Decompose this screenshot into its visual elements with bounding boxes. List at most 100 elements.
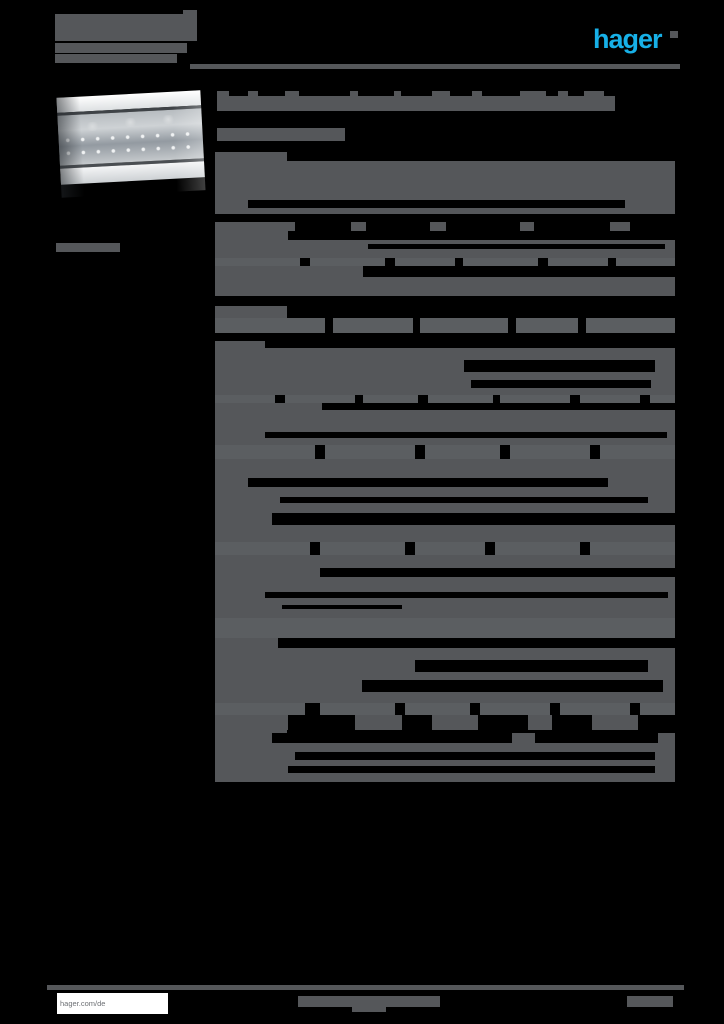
redacted-text-row [215, 244, 368, 249]
redacted-text-row [320, 542, 405, 555]
redacted-text-row [215, 605, 282, 609]
redacted-text-row [215, 240, 675, 244]
redacted-text-row [215, 760, 675, 766]
website-link-label[interactable]: hager.com/de [60, 999, 106, 1008]
redacted-text-row [215, 513, 272, 525]
redacted-text-row [215, 715, 288, 730]
redacted-text-row [215, 766, 288, 773]
website-link-box[interactable]: hager.com/de [57, 993, 168, 1014]
trunking-side-wall [57, 108, 204, 166]
redacted-text-row [560, 703, 630, 715]
redacted-text-row [215, 360, 464, 372]
page-subtitle [217, 128, 345, 141]
redacted-text-row [655, 360, 675, 372]
redacted-text-row [215, 542, 310, 555]
redacted-text-row [215, 525, 675, 542]
header-text-line [55, 43, 187, 53]
page-title-ascenders [217, 91, 229, 96]
footer-note-text [298, 996, 440, 1007]
redacted-text-row [495, 542, 580, 555]
redacted-text-row [215, 648, 675, 660]
redacted-text-row [215, 487, 675, 497]
redacted-text-row [663, 680, 675, 692]
redacted-text-row [651, 380, 675, 388]
redacted-text-row [215, 432, 265, 438]
redacted-text-row [215, 258, 300, 266]
redacted-text-row [648, 660, 675, 672]
redacted-text-row [215, 577, 675, 592]
redacted-text-row [215, 395, 275, 403]
redacted-text-row [355, 715, 402, 730]
redacted-text-row [667, 432, 675, 438]
redacted-text-row [215, 555, 675, 568]
redacted-text-row [512, 733, 535, 743]
margin-label [56, 243, 120, 252]
perforation-dots [64, 130, 200, 162]
redacted-text-row [658, 733, 675, 743]
redacted-text-row [215, 380, 471, 388]
redacted-text-row [351, 222, 366, 231]
page-title-ascenders [520, 91, 546, 96]
trunking-lid [56, 90, 202, 113]
redacted-text-row [405, 703, 470, 715]
redacted-text-row [215, 277, 675, 296]
redacted-text-row [640, 703, 675, 715]
trunking-body [56, 90, 205, 197]
hager-logo: hager [593, 24, 663, 54]
page-number-block [627, 996, 673, 1007]
trunking-flange [60, 161, 205, 185]
redacted-text-row [215, 388, 675, 395]
redacted-text-row [500, 395, 570, 403]
redacted-text-row [215, 318, 325, 333]
redacted-text-row [215, 306, 287, 318]
redacted-text-row [430, 222, 446, 231]
redacted-text-row [665, 244, 675, 249]
redacted-text-row [215, 478, 248, 487]
redacted-text-row [215, 152, 287, 161]
redacted-text-row [215, 618, 675, 638]
redacted-text-row [215, 497, 280, 503]
embossed-brand-mark [161, 114, 175, 125]
redacted-text-row [215, 503, 675, 513]
redacted-text-row [415, 542, 485, 555]
redacted-text-row [310, 258, 385, 266]
redacted-text-row [215, 459, 675, 478]
redacted-text-row [215, 733, 272, 743]
redacted-text-row [215, 161, 675, 200]
redacted-text-row [428, 395, 493, 403]
redacted-text-row [528, 715, 552, 730]
redacted-text-row [215, 410, 675, 432]
redacted-text-row [215, 752, 295, 760]
trunking-groove [57, 105, 202, 116]
redacted-text-row [215, 231, 288, 240]
redacted-text-row [516, 318, 578, 333]
page-title-ascenders [285, 91, 299, 96]
redacted-text-row [215, 445, 315, 459]
redacted-text-row [215, 692, 675, 703]
redacted-text-row [363, 395, 418, 403]
trunking-groove [60, 158, 205, 169]
redacted-text-row [668, 592, 675, 598]
redacted-text-row [655, 766, 675, 773]
redacted-text-row [215, 438, 675, 445]
redacted-text-row [432, 715, 478, 730]
page-title-ascenders [394, 91, 401, 96]
redacted-text-row [425, 445, 500, 459]
redacted-text-row [650, 395, 675, 403]
redacted-text-row [655, 752, 675, 760]
embossed-brand-mark [85, 121, 100, 132]
footer-rule [47, 985, 684, 990]
redacted-text-row [325, 445, 415, 459]
redacted-text-row [590, 542, 675, 555]
redacted-text-row [586, 318, 675, 333]
header-text-line [55, 54, 177, 63]
header-text-line [183, 10, 197, 16]
footer-note-text [352, 1007, 386, 1012]
redacted-text-row [285, 395, 355, 403]
redacted-text-row [625, 200, 675, 208]
trademark-mark [670, 31, 678, 38]
header-text-line [55, 14, 197, 41]
redacted-text-row [215, 200, 248, 208]
redacted-text-row [608, 478, 675, 487]
